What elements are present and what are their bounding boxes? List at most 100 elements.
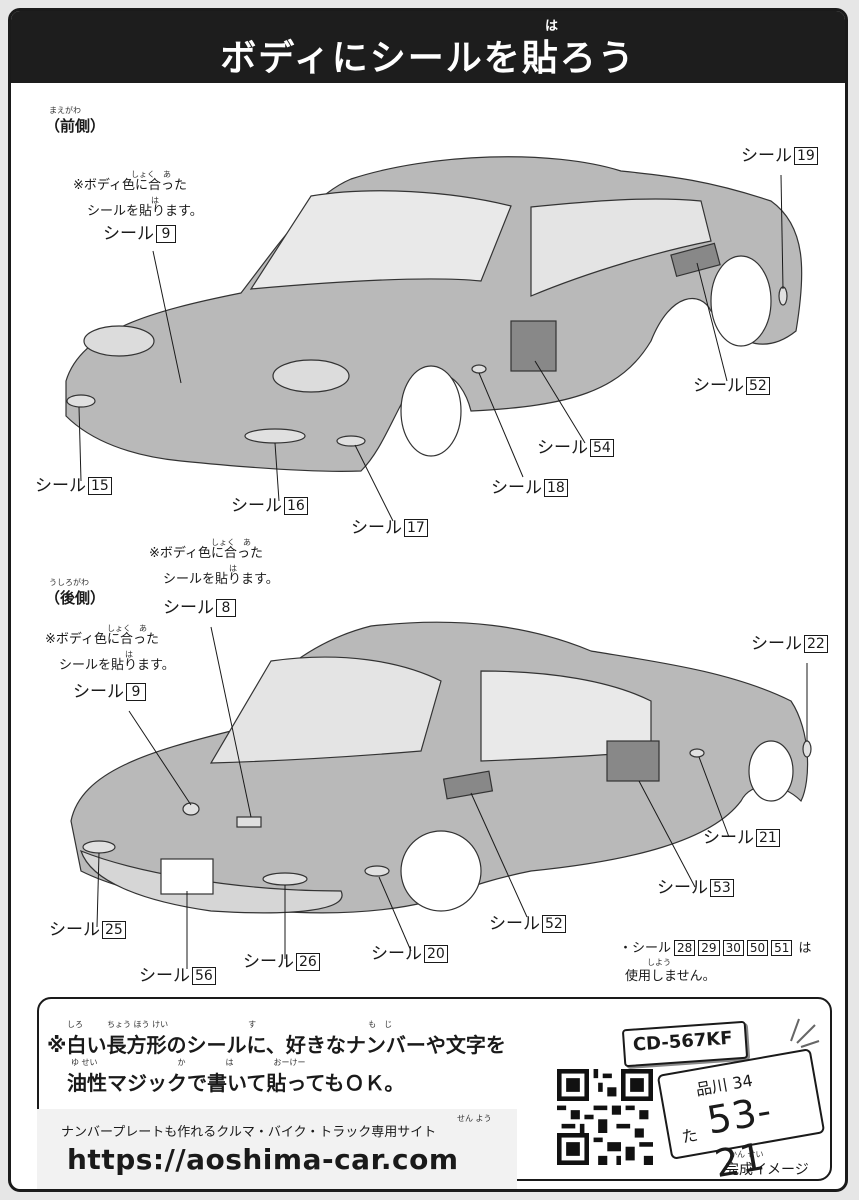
sticker-number: 29 [698, 940, 720, 956]
sticker-number: 16 [284, 497, 308, 515]
promo-line2: 油性マジックで書いて貼ってもＯＫ。 [67, 1071, 405, 1095]
sparkle-icon [790, 1018, 820, 1048]
site-banner: せん よう ナンバープレートも作れるクルマ・バイク・トラック専用サイト http… [37, 1109, 517, 1189]
rear-note-b-line2: シールを貼ります。 [59, 658, 175, 673]
rear-note-a-line2: シールを貼ります。 [163, 572, 279, 587]
callout-label: シール [491, 478, 542, 498]
sticker-number: 15 [88, 477, 112, 495]
callout-label: シール [243, 952, 294, 972]
unused-stickers-line2: 使用しません。 [625, 969, 716, 984]
callout-label: シール [537, 438, 588, 458]
callout-label: シール [103, 224, 154, 244]
promo-line1: ※白い長方形のシールに、好きなナンバーや文字を [47, 1033, 506, 1057]
unused-suffix: は [798, 941, 812, 956]
rear-note-a-ruby2: は [229, 564, 237, 573]
plate-kana: た [680, 1125, 700, 1147]
sticker-number: 25 [102, 921, 126, 939]
front-note-ruby2: は [151, 196, 159, 205]
callout-label: シール [35, 476, 86, 496]
callout-label: シール [751, 634, 802, 654]
callout-label: シール [703, 828, 754, 848]
rear-note-b-ruby: しょく あ [107, 624, 147, 633]
complete-ruby: かん せい [729, 1150, 764, 1159]
callout-label: シール [73, 682, 124, 702]
site-url[interactable]: https://aoshima-car.com [67, 1143, 459, 1176]
front-label-ruby: まえがわ [49, 106, 81, 115]
rear-note-a-ruby: しょく あ [211, 538, 251, 547]
rear-note-a-line1: ※ボディ色に合った [149, 546, 263, 561]
site-caption: ナンバープレートも作れるクルマ・バイク・トラック専用サイト [61, 1125, 437, 1140]
sticker-number: 28 [674, 940, 696, 956]
callout-label: シール [741, 146, 792, 166]
front-car-body [65, 156, 803, 472]
sticker-number: 53 [710, 879, 734, 897]
sticker-number: 22 [804, 635, 828, 653]
rear-car-body [70, 621, 812, 914]
callout-label: シール [139, 966, 190, 986]
sticker-number: 52 [542, 915, 566, 933]
rear-note-b-line1: ※ボディ色に合った [45, 632, 159, 647]
front-view-label: （前側） [45, 117, 106, 135]
sticker-number: 26 [296, 953, 320, 971]
front-note-line1: ※ボディ色に合った [73, 178, 187, 193]
title-ruby: は [545, 19, 559, 34]
callout-label: シール [489, 914, 540, 934]
sticker-number: 51 [771, 940, 793, 956]
plate-small-text: CD-567KF [632, 1027, 734, 1056]
callout-label: シール [371, 944, 422, 964]
callout-label: シール [163, 598, 214, 618]
promo-ruby2: ゆ せい か は おーけー [71, 1058, 306, 1067]
front-leader-lines [78, 174, 784, 522]
sticker-number: 20 [424, 945, 448, 963]
sticker-number: 50 [746, 940, 769, 956]
sticker-number: 9 [126, 683, 146, 701]
unused-ruby: しよう [647, 958, 671, 967]
sticker-number: 56 [192, 967, 216, 985]
rear-leader-lines [96, 626, 808, 969]
sticker-number: 18 [544, 479, 568, 497]
sticker-number: 17 [404, 519, 428, 537]
rear-note-b-ruby2: は [125, 650, 133, 659]
sticker-number: 21 [756, 829, 780, 847]
qr-code-icon [557, 1069, 653, 1165]
sticker-number: 8 [216, 599, 236, 617]
promo-ruby1: しろ ちょう ほう けい す も じ [67, 1020, 393, 1029]
callout-label: シール [231, 496, 282, 516]
callout-label: シール [693, 376, 744, 396]
front-note-ruby: しょく あ [131, 170, 171, 179]
title-bar: は ボディにシールを貼ろう [11, 11, 845, 83]
sticker-number: 9 [156, 225, 176, 243]
front-note-line2: シールを貼ります。 [87, 204, 203, 219]
instruction-sheet: は ボディにシールを貼ろう まえがわ （前側） しょく あ ※ボディ色に合った … [8, 8, 848, 1192]
complete-image-label: 完成イメージ [725, 1162, 809, 1178]
sticker-number: 19 [794, 147, 818, 165]
site-ruby: せん よう [457, 1114, 492, 1123]
sticker-number: 52 [746, 377, 770, 395]
callout-label: シール [49, 920, 100, 940]
page-title: ボディにシールを貼ろう [220, 38, 636, 79]
unused-prefix: ・シール [619, 941, 672, 956]
rear-label-ruby: うしろがわ [49, 578, 89, 587]
sticker-number: 54 [590, 439, 614, 457]
rear-view-label: （後側） [45, 589, 106, 607]
car-illustrations [65, 156, 812, 969]
